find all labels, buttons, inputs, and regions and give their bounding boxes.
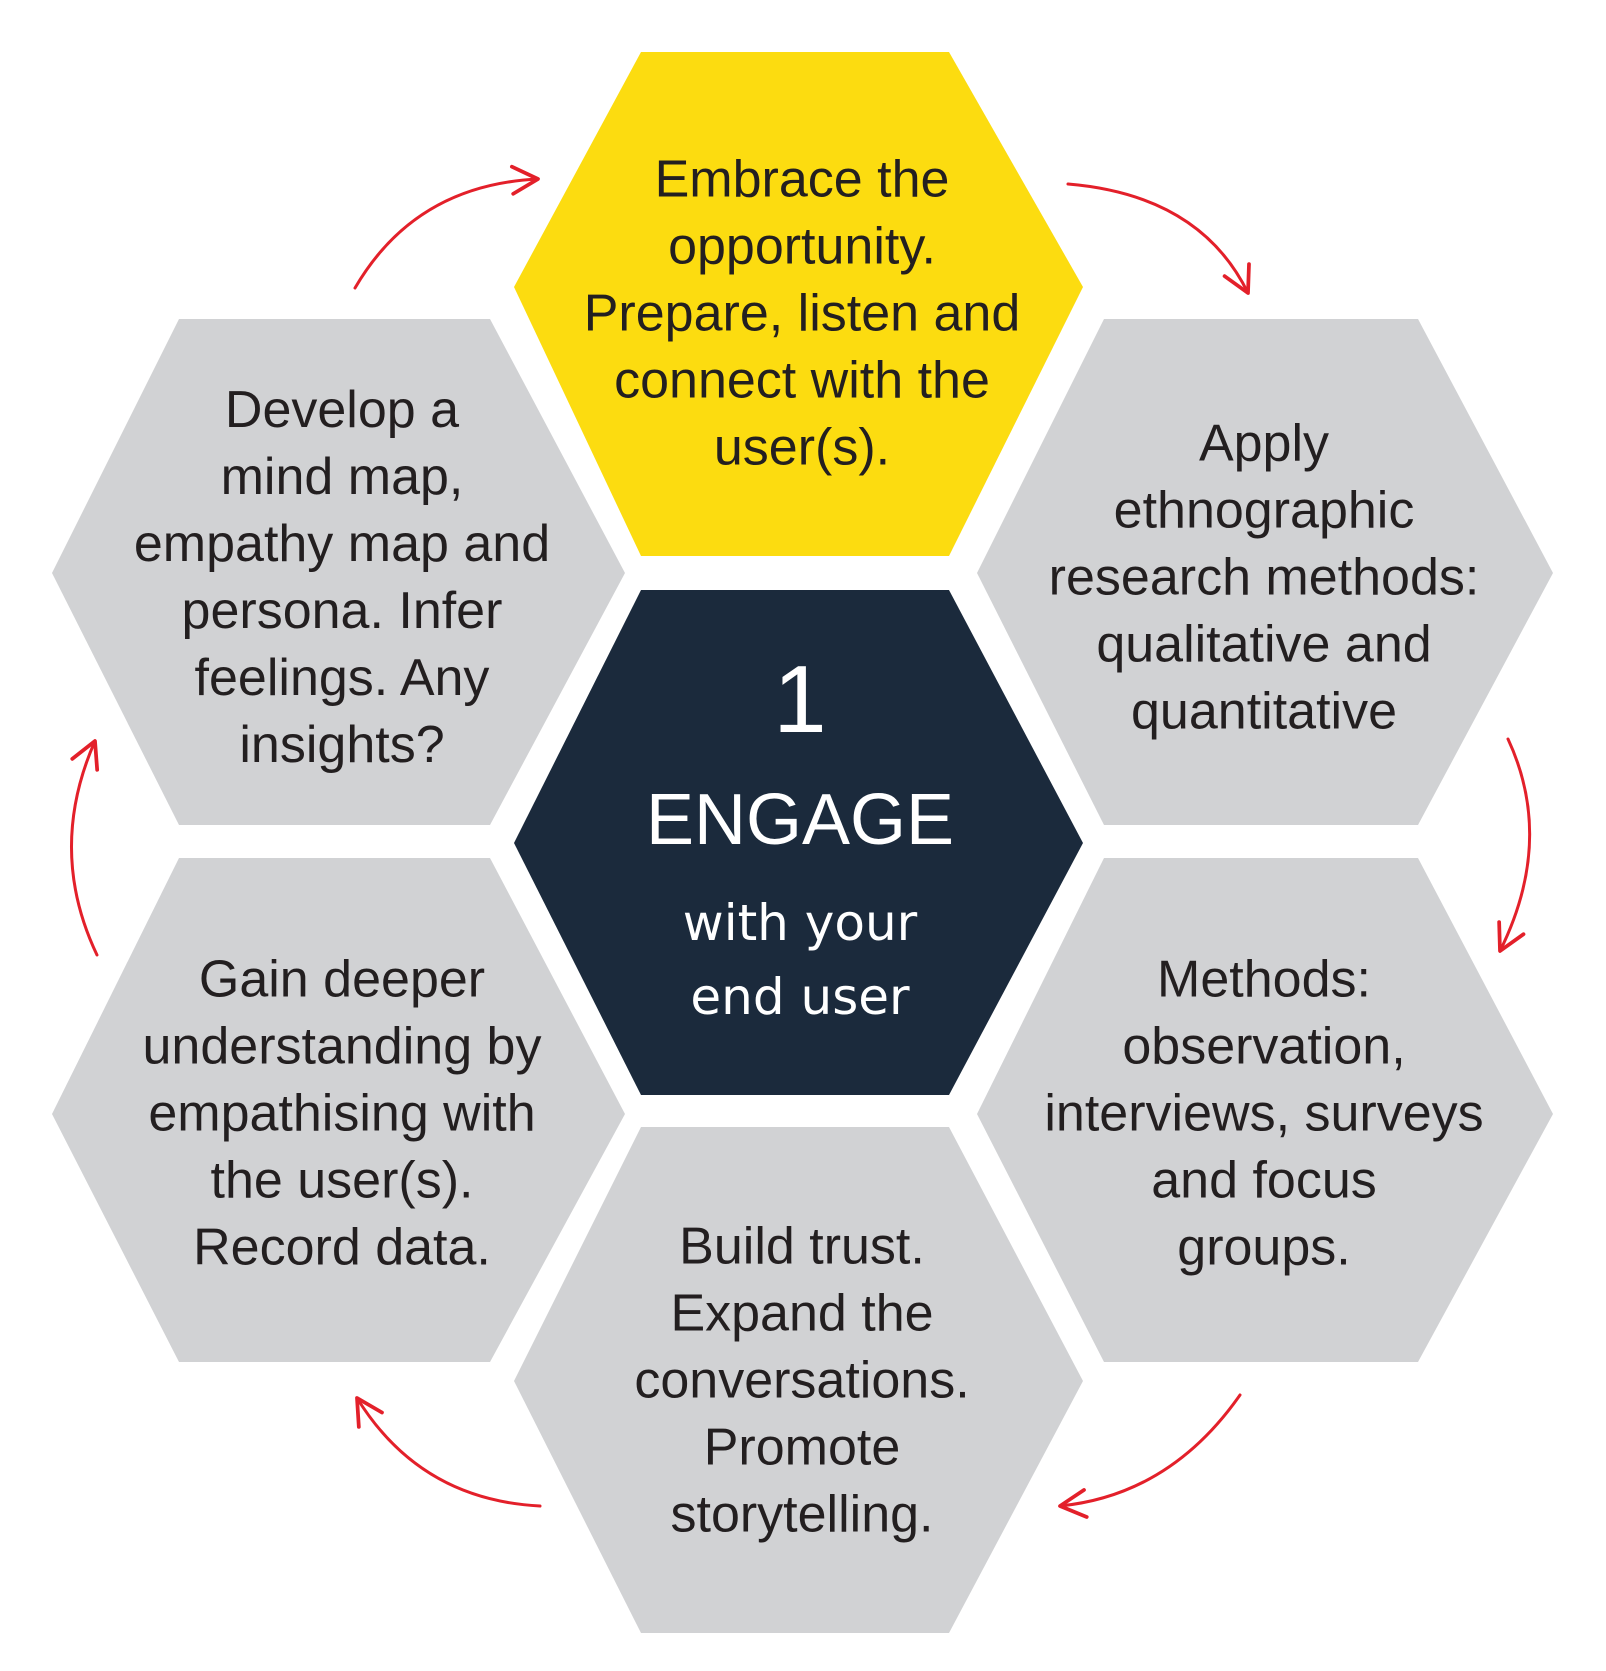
hexagon-top-line: connect with the xyxy=(614,351,990,410)
hexagon-upper-right-line: quantitative xyxy=(1131,682,1397,741)
hexagon-top-line: user(s). xyxy=(713,418,891,477)
hexagon-top xyxy=(514,52,1083,556)
hexagon-upper-right-line: research methods: xyxy=(1048,548,1480,607)
hexagon-top-line: opportunity. xyxy=(668,217,936,276)
hexagon-bottom-line: Expand the xyxy=(670,1284,934,1343)
hexagon-lower-right-line: observation, xyxy=(1122,1017,1406,1076)
hexagon-upper-left-line: mind map, xyxy=(220,448,464,506)
hexagon-upper-left xyxy=(52,319,625,825)
hexagon-lower-left-line: Gain deeper xyxy=(198,950,486,1009)
step-number: 1 xyxy=(773,646,827,753)
arrow-lower-left-to-upper-left xyxy=(70,739,100,957)
hexagon-lower-right-text: Methods: observation, interviews, surveys a… xyxy=(1044,947,1483,1282)
hexagon-lower-left-line: understanding by xyxy=(142,1017,542,1076)
hexagon-top-line: Prepare, listen and xyxy=(583,284,1021,343)
arrow-upper-right-to-lower-right xyxy=(1497,737,1532,953)
arrow-bottom-to-lower-left xyxy=(355,1396,542,1508)
hexagon-lower-left-line: empathising with xyxy=(148,1084,536,1143)
hexagon-upper-left-line: Develop a xyxy=(224,381,460,439)
hexagon-lower-left xyxy=(52,858,625,1362)
hexagon-bottom-line: Promote xyxy=(703,1418,901,1477)
hexagon-upper-left-line: feelings. Any xyxy=(194,649,490,707)
step-subtitle: with your end user xyxy=(683,886,917,1034)
hexagon-upper-left-text: Develop a mind map, empathy map and persona… xyxy=(134,377,550,779)
hexagon-upper-left-line: insights? xyxy=(239,716,445,774)
hexagon-bottom-line: conversations. xyxy=(634,1351,970,1410)
hexagon-bottom-line: Build trust. xyxy=(679,1217,925,1276)
hexagon-upper-right-line: ethnographic xyxy=(1113,481,1415,540)
hexagon-top-line: Embrace the xyxy=(654,150,950,209)
hexagon-lower-right-line: Methods: xyxy=(1157,950,1371,1009)
hexagon-lower-right-line: and focus xyxy=(1151,1151,1377,1210)
hexagon-upper-left-line: persona. Infer xyxy=(181,582,503,640)
arrow-upper-left-to-top xyxy=(353,164,540,290)
hexagon-lower-left-line: the user(s). xyxy=(210,1151,474,1210)
hexagon-bottom-line: storytelling. xyxy=(670,1485,934,1544)
hexagon-bottom xyxy=(514,1127,1083,1633)
hexagon-upper-right-line: qualitative and xyxy=(1096,615,1432,674)
step-title: ENGAGE xyxy=(645,780,955,860)
hexagon-upper-right-text: Apply ethnographic research methods: qualit… xyxy=(1049,411,1480,746)
step-subtitle-line: with your xyxy=(682,894,918,952)
hexagon-upper-right-line: Apply xyxy=(1198,414,1330,473)
hexagon-top-text: Embrace the opportunity. Prepare, listen a… xyxy=(584,147,1021,482)
hexagon-lower-left-line: Record data. xyxy=(193,1218,491,1277)
hexagon-upper-right xyxy=(977,319,1553,825)
step-subtitle-line: end user xyxy=(690,968,910,1026)
hexagon-lower-right-line: groups. xyxy=(1177,1218,1351,1277)
hexagon-lower-right xyxy=(977,858,1553,1362)
hexagon-upper-left-line: empathy map and xyxy=(133,515,551,573)
hexagon-center xyxy=(514,590,1083,1095)
hexagon-lower-right-line: interviews, surveys xyxy=(1044,1084,1484,1143)
hexagon-lower-left-text: Gain deeper understanding by empathising w… xyxy=(143,947,542,1282)
arrow-lower-right-to-bottom xyxy=(1058,1393,1242,1519)
hexagon-bottom-text: Build trust. Expand the conversations. Prom… xyxy=(634,1214,969,1549)
arrow-top-to-upper-right xyxy=(1066,182,1251,295)
